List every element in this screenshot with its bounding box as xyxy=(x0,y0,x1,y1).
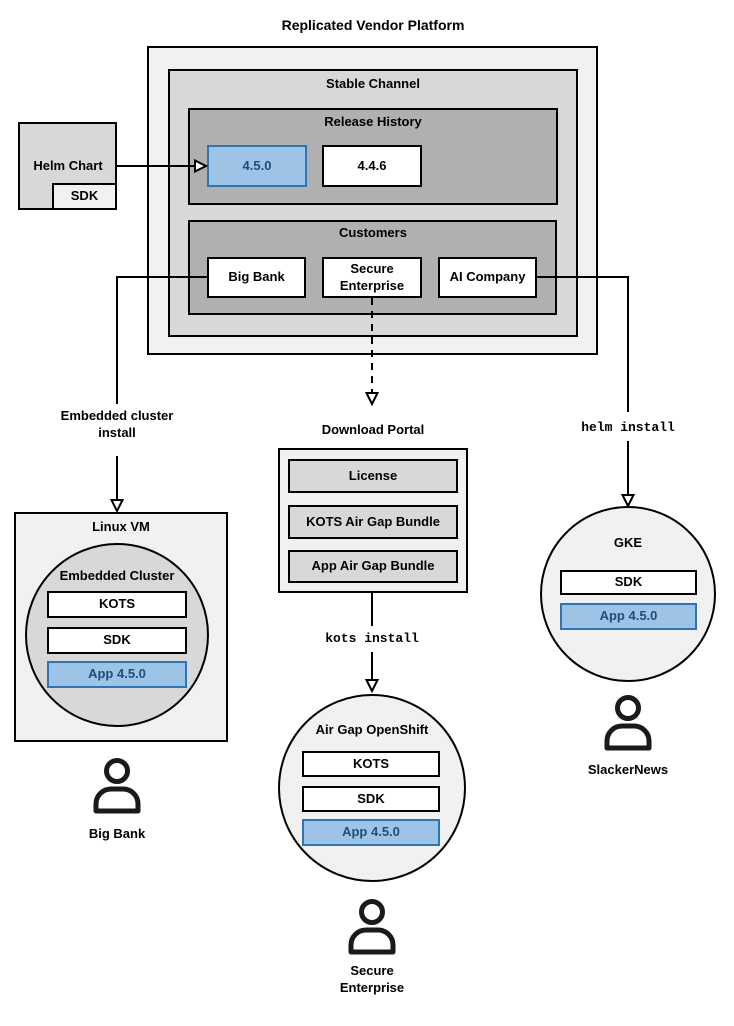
embedded-install-label: Embedded cluster install xyxy=(60,408,174,440)
openshift-app-box: App 4.5.0 xyxy=(302,819,440,846)
customers-label: Customers xyxy=(339,225,407,240)
release-450-box: 4.5.0 xyxy=(207,145,307,187)
secure-enterprise-arrowhead xyxy=(364,392,380,407)
kots-install-label: kots install xyxy=(325,631,419,646)
linux-vm-sdk-box: SDK xyxy=(47,627,187,654)
portal-kots-bundle-box: KOTS Air Gap Bundle xyxy=(288,505,458,539)
ai-company-arrowhead xyxy=(620,494,636,509)
secure-enterprise-user-icon xyxy=(342,898,402,958)
portal-arrowhead xyxy=(364,679,380,694)
customer-secure-enterprise-box: Secure Enterprise xyxy=(322,257,422,298)
openshift-sdk-box: SDK xyxy=(302,786,440,812)
gke-sdk-box: SDK xyxy=(560,570,697,595)
big-bank-arrowhead xyxy=(109,499,125,514)
embedded-cluster-label: Embedded Cluster xyxy=(59,568,175,583)
release-446-box: 4.4.6 xyxy=(322,145,422,187)
big-bank-user-icon xyxy=(87,757,147,817)
diagram-title: Replicated Vendor Platform xyxy=(281,17,465,33)
linux-vm-kots-box: KOTS xyxy=(47,591,187,618)
stable-channel-label: Stable Channel xyxy=(326,76,420,91)
helm-chart-label: Helm Chart xyxy=(33,158,103,173)
helm-install-label: helm install xyxy=(581,420,675,435)
customer-big-bank-box: Big Bank xyxy=(207,257,306,298)
helm-chart-sdk-box: SDK xyxy=(52,183,117,210)
slackernews-user-label: SlackerNews xyxy=(587,762,669,777)
download-portal-title: Download Portal xyxy=(321,422,425,437)
release-history-label: Release History xyxy=(324,114,422,129)
secure-enterprise-user-label: Secure Enterprise xyxy=(339,963,405,995)
slackernews-user-icon xyxy=(598,694,658,754)
gke-label: GKE xyxy=(613,535,643,550)
linux-vm-app-box: App 4.5.0 xyxy=(47,661,187,688)
customer-ai-company-box: AI Company xyxy=(438,257,537,298)
big-bank-user-label: Big Bank xyxy=(88,826,146,841)
portal-license-box: License xyxy=(288,459,458,493)
openshift-label: Air Gap OpenShift xyxy=(315,722,429,737)
portal-app-bundle-box: App Air Gap Bundle xyxy=(288,550,458,583)
gke-app-box: App 4.5.0 xyxy=(560,603,697,630)
linux-vm-label: Linux VM xyxy=(92,519,150,534)
openshift-kots-box: KOTS xyxy=(302,751,440,777)
